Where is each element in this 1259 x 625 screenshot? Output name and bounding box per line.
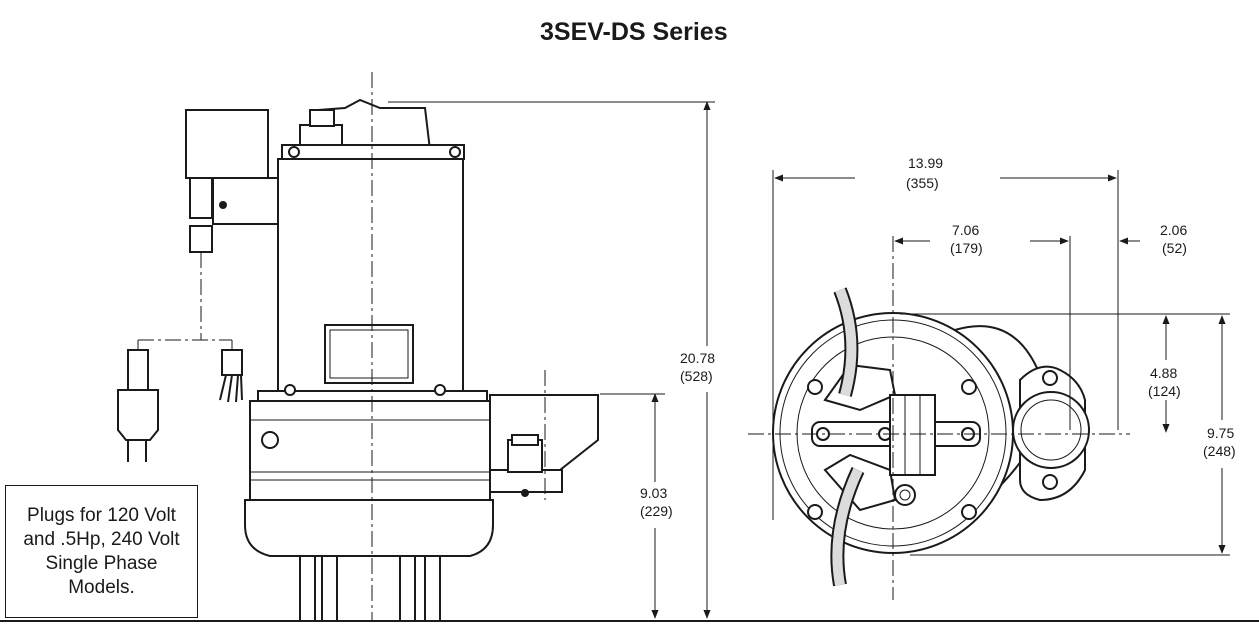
dim-overall-width-mm: (355) [906, 175, 939, 191]
dim-center-to-discharge-mm: (179) [950, 240, 983, 256]
dim-discharge-offset-in: 2.06 [1160, 222, 1187, 238]
dim-half-depth-mm: (124) [1148, 383, 1181, 399]
dim-overall-height-mm: (528) [680, 368, 713, 384]
dim-overall-width-in: 13.99 [908, 155, 943, 171]
dim-half-depth-in: 4.88 [1150, 365, 1177, 381]
pump-side-view [185, 8, 599, 622]
plug-note-box: Plugs for 120 Volt and .5Hp, 240 Volt Si… [5, 485, 198, 618]
dim-overall-height-in: 20.78 [680, 350, 715, 366]
top-view-dimensions [772, 170, 1230, 556]
pump-top-view [748, 236, 1130, 600]
dim-discharge-height-mm: (229) [640, 503, 673, 519]
dim-discharge-offset-mm: (52) [1162, 240, 1187, 256]
page-title: 3SEV-DS Series [540, 18, 728, 46]
plug-note-text: Plugs for 120 Volt and .5Hp, 240 Volt Si… [23, 504, 180, 598]
dim-center-to-discharge-in: 7.06 [952, 222, 979, 238]
dim-overall-depth-in: 9.75 [1207, 425, 1234, 441]
dim-overall-depth-mm: (248) [1203, 443, 1236, 459]
plug-illustration [117, 339, 243, 462]
side-view-dimensions [388, 101, 715, 619]
dim-discharge-height-in: 9.03 [640, 485, 667, 501]
